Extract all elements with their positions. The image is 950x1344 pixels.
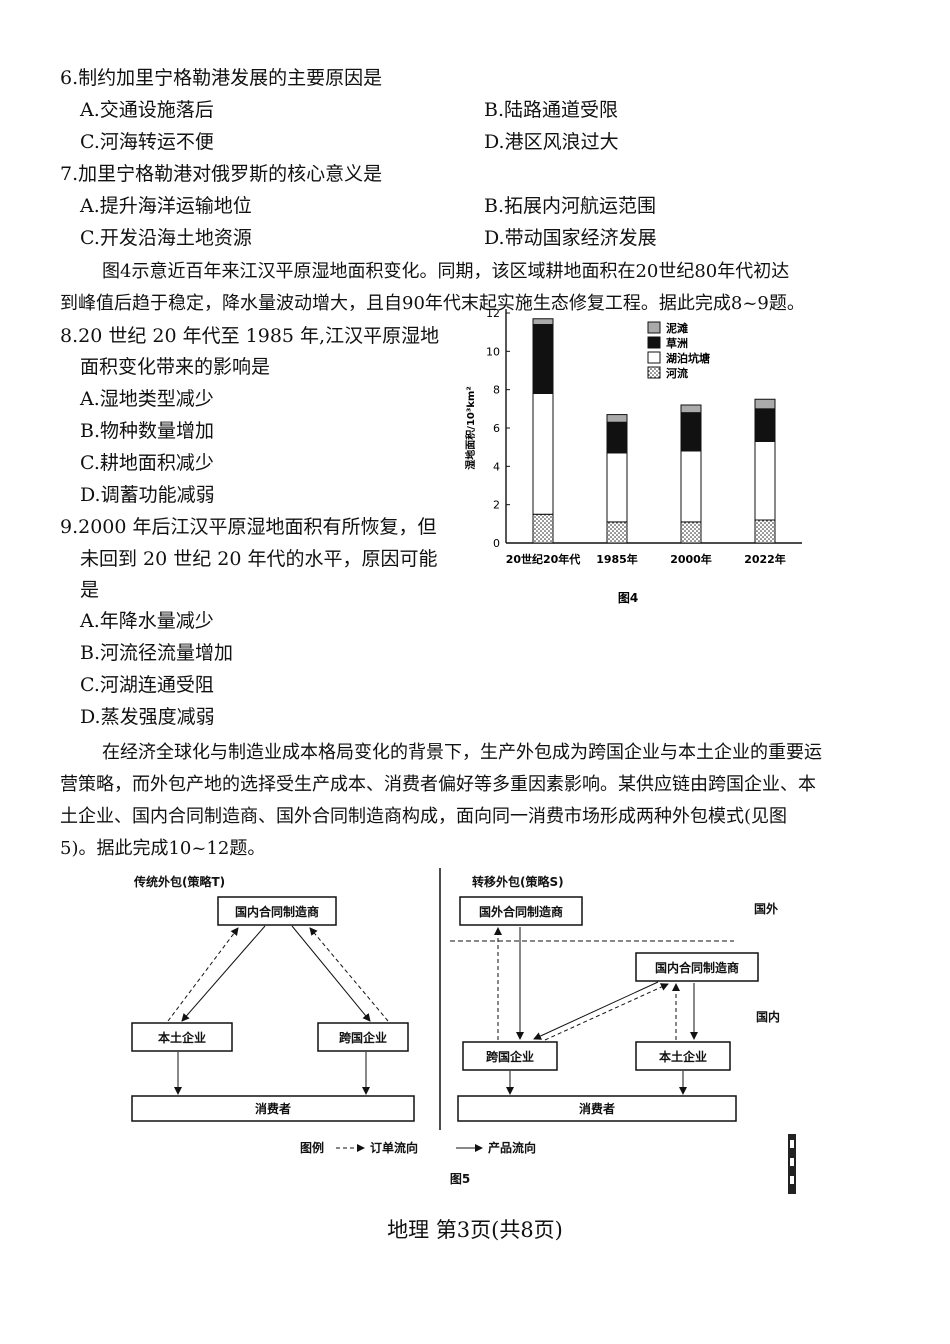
- q9-stem-line2: 未回到 20 世纪 20 年代的水平，原因可能: [80, 548, 438, 570]
- q7-option-c: C.开发沿海土地资源: [80, 227, 252, 249]
- chart-legend-label: 草洲: [666, 336, 688, 350]
- s-foreign-mfr-label: 国外合同制造商: [479, 904, 563, 919]
- s-mnc-box: [462, 1041, 558, 1071]
- q6-option-d: D.港区风浪过大: [484, 131, 619, 153]
- q7-option-d: D.带动国家经济发展: [484, 227, 657, 249]
- q8-option-c: C.耕地面积减少: [80, 452, 214, 474]
- chart-legend-swatch: [647, 321, 661, 334]
- s-local-firm-label: 本土企业: [659, 1049, 707, 1064]
- q6-option-c: C.河海转运不便: [80, 131, 214, 153]
- intro89-line1: 图4示意近百年来江汉平原湿地面积变化。同期，该区域耕地面积在20世纪80年代初达: [102, 261, 790, 282]
- chart-y-tick-label: 8: [493, 384, 500, 397]
- s-consumer-label: 消费者: [579, 1101, 615, 1116]
- legend-product-flow: 产品流向: [488, 1140, 536, 1155]
- s-mnc-label: 跨国企业: [486, 1049, 534, 1064]
- chart-bar-segment: [754, 398, 776, 410]
- chart-bar-segment: [606, 521, 628, 544]
- intro1012-line4: 5)。据此完成10~12题。: [60, 838, 266, 859]
- chart-bar-segment: [680, 521, 702, 544]
- q7-option-a: A.提升海洋运输地位: [80, 195, 252, 217]
- chart-bar-segment: [606, 452, 628, 523]
- chart-caption: 图4: [618, 591, 638, 605]
- chart-bar-segment: [680, 404, 702, 414]
- chart-y-tick-label: 2: [493, 499, 500, 512]
- chart-x-tick-label: 2000年: [670, 552, 712, 566]
- strategy-t-title: 传统外包(策略T): [133, 874, 225, 889]
- q9-option-a: A.年降水量减少: [80, 610, 214, 632]
- q6-option-b: B.陆路通道受限: [484, 99, 619, 121]
- chart-bar-segment: [532, 318, 554, 325]
- s-domestic-mfr-box: [635, 952, 759, 982]
- chart-bar-segment: [680, 450, 702, 523]
- s-foreign-mfr-box: [459, 896, 583, 926]
- intro1012-line3: 土企业、国内合同制造商、国外合同制造商构成，面向同一消费市场形成两种外包模式(见…: [60, 806, 788, 827]
- chart-bar-segment: [532, 513, 554, 544]
- chart-legend-swatch: [647, 366, 661, 379]
- q9-stem-line3: 是: [80, 579, 100, 601]
- page-footer: 地理 第3页(共8页): [387, 1218, 563, 1242]
- chart-y-tick-label: 4: [493, 460, 500, 473]
- chart-y-tick-label: 10: [486, 345, 500, 358]
- chart-bar-segment: [754, 519, 776, 544]
- t-local-firm-label: 本土企业: [158, 1030, 206, 1045]
- q9-option-d: D.蒸发强度减弱: [80, 706, 215, 728]
- q8-stem-line2: 面积变化带来的影响是: [80, 356, 271, 378]
- wetland-area-chart: 0 2 4 6 8 10 12 20世纪20年代 1985年 2000年 2022年 泥滩草洲湖泊坑…: [464, 307, 802, 605]
- scan-mark-icon: [788, 1134, 796, 1194]
- q8-option-a: A.湿地类型减少: [80, 388, 214, 410]
- chart-x-tick-label: 2022年: [744, 552, 786, 566]
- strategy-s-title: 转移外包(策略S): [472, 874, 564, 889]
- chart-bar-segment: [754, 440, 776, 521]
- q8-option-d: D.调蓄功能减弱: [80, 484, 215, 506]
- q9-option-b: B.河流径流量增加: [80, 642, 234, 664]
- intro89-line2: 到峰值后趋于稳定，降水量波动增大，且自90年代末起实施生态修复工程。据此完成8~…: [60, 293, 805, 314]
- q6-stem: 6.制约加里宁格勒港发展的主要原因是: [60, 67, 383, 89]
- t-domestic-mfr-box: [217, 896, 337, 926]
- intro1012-line2: 营策略，而外包产地的选择受生产成本、消费者偏好等多重因素影响。某供应链由跨国企业…: [60, 774, 816, 795]
- intro1012-line1: 在经济全球化与制造业成本格局变化的背景下，生产外包成为跨国企业与本土企业的重要运: [102, 742, 822, 763]
- chart-bar-segment: [680, 412, 702, 452]
- t-domestic-mfr-label: 国内合同制造商: [235, 904, 319, 919]
- q7-option-b: B.拓展内河航运范围: [484, 195, 657, 217]
- abroad-label: 国外: [754, 901, 778, 916]
- chart-x-tick-label: 1985年: [596, 552, 638, 566]
- q8-option-b: B.物种数量增加: [80, 420, 215, 442]
- chart-legend-swatch: [647, 336, 661, 349]
- legend-order-flow: 订单流向: [370, 1140, 418, 1155]
- chart-legend-label: 泥滩: [666, 321, 688, 335]
- t-local-firm-box: [131, 1022, 233, 1052]
- figure5-caption: 图5: [450, 1172, 470, 1186]
- chart-y-axis-label: 湿地面积/10³km²: [464, 386, 477, 469]
- s-local-firm-box: [635, 1041, 731, 1071]
- t-consumer-box: [131, 1095, 415, 1122]
- chart-y-tick-label: 6: [493, 422, 500, 435]
- t-consumer-label: 消费者: [255, 1101, 291, 1116]
- chart-legend-swatch: [647, 351, 661, 364]
- outsourcing-diagram: 传统外包(策略T) 国内合同制造商 本土企业 跨国企业 消费者 转移外包(策略S…: [131, 868, 796, 1194]
- q7-stem: 7.加里宁格勒港对俄罗斯的核心意义是: [60, 163, 383, 185]
- q9-stem-line1: 9.2000 年后江汉平原湿地面积有所恢复，但: [60, 516, 437, 538]
- t-mnc-label: 跨国企业: [339, 1030, 387, 1045]
- chart-bar-segment: [532, 324, 554, 394]
- domestic-label: 国内: [756, 1009, 780, 1024]
- t-mnc-box: [317, 1022, 409, 1052]
- chart-legend-label: 湖泊坑塘: [666, 351, 710, 365]
- s-domestic-mfr-label: 国内合同制造商: [655, 960, 739, 975]
- s-consumer-box: [457, 1095, 737, 1122]
- chart-bar-segment: [754, 408, 776, 442]
- q6-option-a: A.交通设施落后: [80, 99, 214, 121]
- chart-bar-segment: [606, 421, 628, 454]
- chart-x-tick-label: 20世纪20年代: [506, 552, 581, 566]
- chart-legend-label: 河流: [666, 366, 688, 380]
- q8-stem-line1: 8.20 世纪 20 年代至 1985 年,江汉平原湿地: [60, 325, 440, 347]
- chart-y-tick-label: 12: [486, 307, 500, 320]
- chart-bar-segment: [532, 393, 554, 515]
- chart-y-tick-label: 0: [493, 537, 500, 550]
- legend-title: 图例: [300, 1140, 324, 1155]
- chart-bar-segment: [606, 414, 628, 423]
- q9-option-c: C.河湖连通受阻: [80, 674, 214, 696]
